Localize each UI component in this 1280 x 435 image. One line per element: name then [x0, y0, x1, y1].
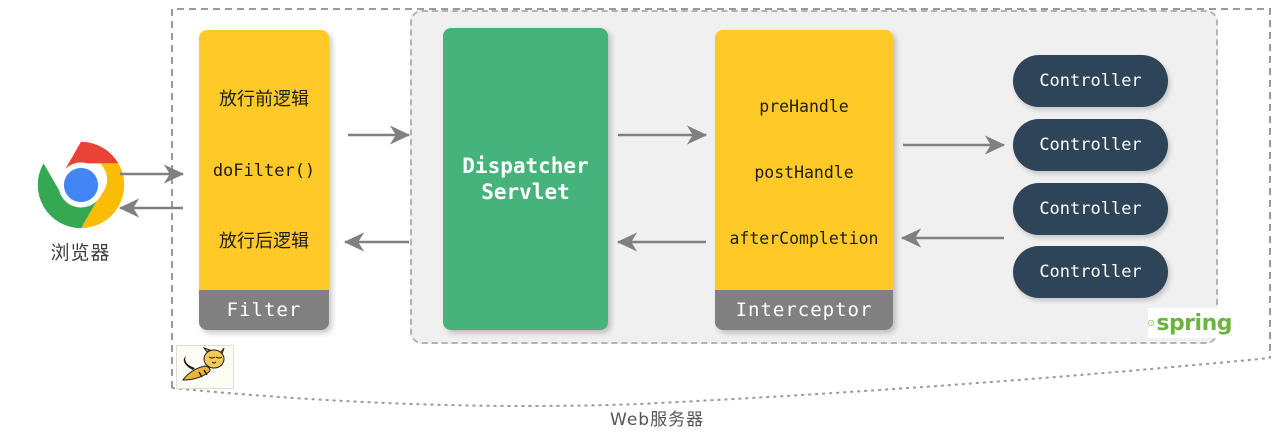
- filter-line-after: 放行后逻辑: [219, 231, 309, 253]
- dispatcher-servlet-box[interactable]: Dispatcher Servlet: [443, 28, 608, 330]
- webserver-boundary-label: Web服务器: [610, 410, 705, 430]
- spring-wordmark: spring: [1156, 310, 1232, 336]
- filter-box[interactable]: 放行前逻辑 doFilter() 放行后逻辑 Filter: [199, 30, 329, 330]
- controller-pill[interactable]: Controller: [1013, 183, 1168, 235]
- interceptor-body: preHandle postHandle afterCompletion: [715, 30, 893, 330]
- controller-pill[interactable]: Controller: [1013, 246, 1168, 298]
- tomcat-logo: [176, 345, 234, 389]
- tomcat-cat-icon: [182, 347, 225, 381]
- chrome-icon: [37, 141, 124, 229]
- interceptor-line-aftercompletion: afterCompletion: [729, 229, 879, 249]
- controller-pill[interactable]: Controller: [1013, 119, 1168, 171]
- filter-footer-label: Filter: [199, 290, 329, 330]
- dispatcher-line-2: Servlet: [481, 180, 570, 204]
- spring-leaf-icon: [1148, 319, 1155, 327]
- dispatcher-line-1: Dispatcher: [462, 153, 589, 178]
- interceptor-footer-label: Interceptor: [715, 290, 893, 330]
- interceptor-line-posthandle: postHandle: [754, 163, 854, 183]
- interceptor-line-prehandle: preHandle: [759, 97, 849, 117]
- dispatcher-servlet-label: Dispatcher Servlet: [462, 153, 588, 206]
- browser-label: 浏览器: [50, 242, 111, 264]
- filter-line-before: 放行前逻辑: [219, 89, 309, 111]
- spring-logo: spring: [1148, 308, 1232, 338]
- browser-node: 浏览器: [8, 140, 153, 265]
- filter-body: 放行前逻辑 doFilter() 放行后逻辑: [199, 30, 329, 330]
- filter-line-dofilter: doFilter(): [212, 160, 316, 181]
- controller-pill[interactable]: Controller: [1013, 55, 1168, 107]
- interceptor-box[interactable]: preHandle postHandle afterCompletion Int…: [715, 30, 893, 330]
